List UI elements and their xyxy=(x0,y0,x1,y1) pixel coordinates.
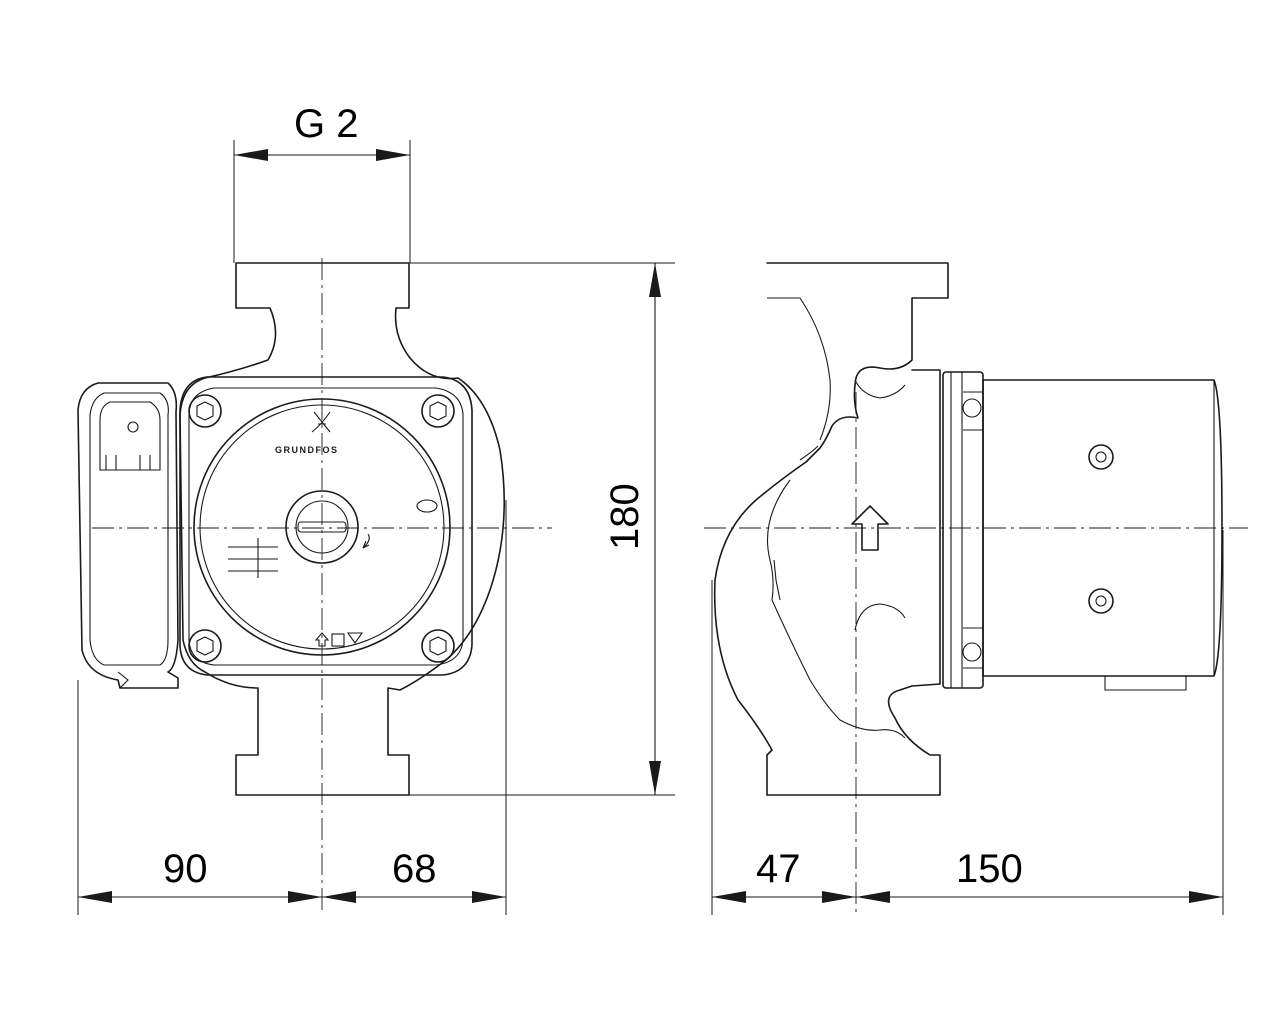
connection-size-label: G 2 xyxy=(294,102,358,146)
dimension-front-width: 90 68 xyxy=(77,500,507,915)
motor-housing xyxy=(982,379,1223,677)
left-overhang-label: 90 xyxy=(163,847,208,891)
dimension-connection: G 2 xyxy=(233,102,411,263)
motor-length-label: 150 xyxy=(956,847,1023,891)
motor-screw xyxy=(1088,588,1114,614)
pump-housing-side xyxy=(713,262,949,796)
screw xyxy=(188,394,222,428)
brand-label: GRUNDFOS xyxy=(275,445,339,455)
front-view: GRUNDFOS xyxy=(77,258,552,915)
speed-selector-icon xyxy=(228,538,278,578)
port-to-axis-label: 47 xyxy=(756,847,801,891)
dimension-side-length: 47 150 xyxy=(711,530,1224,915)
screw xyxy=(421,394,455,428)
right-half-label: 68 xyxy=(392,847,437,891)
dimension-height: 180 xyxy=(409,262,675,796)
motor-screw xyxy=(1088,444,1114,470)
grundfos-logo-icon xyxy=(311,411,331,433)
symbol-row xyxy=(314,632,364,647)
terminal-box xyxy=(77,382,179,689)
screw xyxy=(421,629,455,663)
pump-body-outline xyxy=(179,262,506,796)
flow-direction-arrow-icon xyxy=(851,505,889,551)
rotation-arrow-icon xyxy=(362,533,370,549)
screw xyxy=(188,629,222,663)
height-label: 180 xyxy=(603,483,647,550)
side-view xyxy=(704,262,1248,915)
motor-flange xyxy=(179,376,473,676)
